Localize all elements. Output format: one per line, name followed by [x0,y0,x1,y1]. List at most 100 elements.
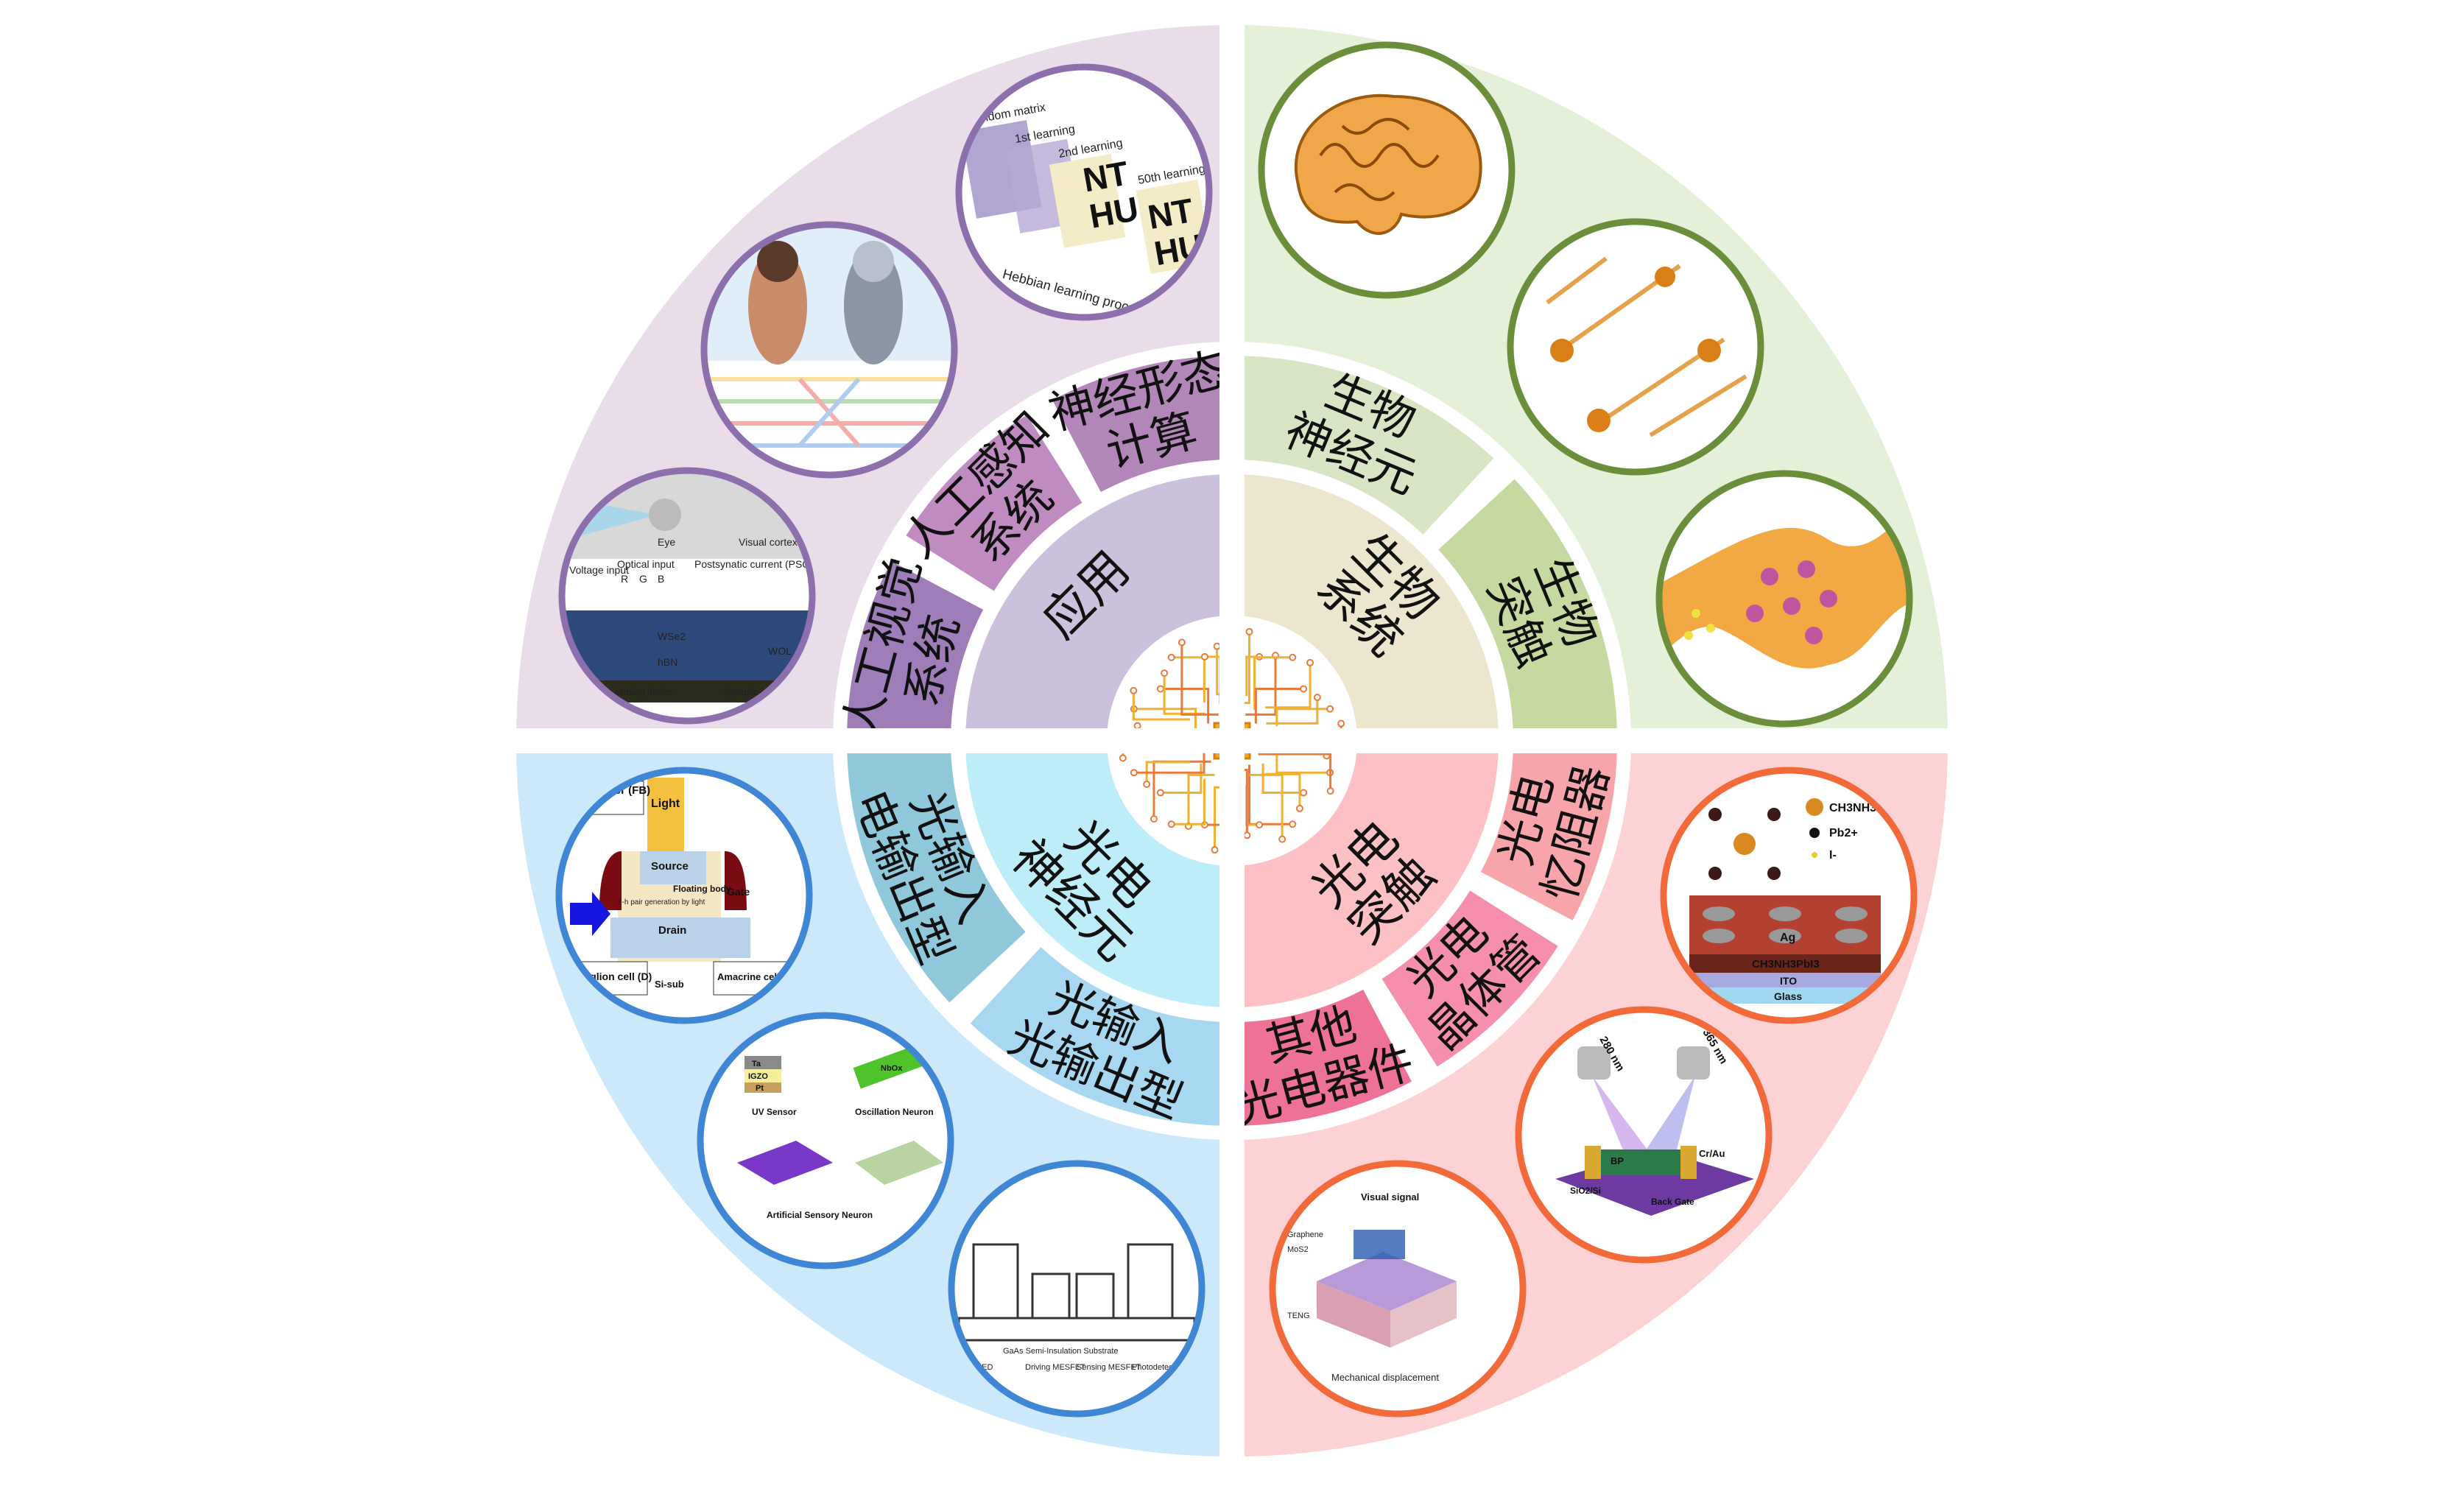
segment-光输入光输出型[interactable] [970,947,1232,1126]
circuit-trace [1133,750,1205,774]
circuit-node [1161,669,1169,677]
circuit-node [1150,815,1158,823]
panel-artificial-sensory-neuron: Ta IGZO Pt NbOx UV Sensor Oscillation Ne… [697,1012,954,1270]
uv-sensor-label: UV Sensor [752,1107,797,1117]
eh-pair-label: e-h pair generation by light [618,898,705,906]
glass-label: Glass [1774,990,1802,1002]
circuit-chip-icon [1108,617,1356,865]
circuit-trace [1180,642,1219,716]
visual-signal-label: Visual signal [1361,1191,1419,1202]
circuit-node [1278,835,1286,843]
panel-hebbian-learning: NT HU NT HU Random matrix 1st learning 2… [955,63,1213,321]
circuit-trace [1266,697,1319,725]
r-label: R [621,573,628,585]
circuit-node [1300,789,1308,797]
circuit-trace [1253,656,1293,710]
circuit-trace [1275,755,1331,774]
psc-label: Postsynatic current (PSC) [694,558,813,570]
quadrant-gaps [509,18,1955,1464]
circuit-trace [1275,708,1331,727]
light-label: Light [651,797,680,810]
circuit-node [1337,719,1345,728]
inner-sector-top-left[interactable] [965,474,1232,741]
ta-label: Ta [752,1060,761,1068]
circuit-node [1289,653,1297,661]
circuit-node [1295,804,1303,812]
inner-sector-top-right[interactable] [1232,474,1499,741]
circuit-node [1156,685,1164,693]
panel-brain [1258,41,1516,299]
panel-artificial-perception [700,221,958,479]
hbn-label: hBN [658,656,677,668]
circuit-node [1167,820,1175,828]
segment-光电忆阻器[interactable] [1480,741,1617,920]
wse2-label: WSe2 [658,630,686,642]
circuit-node [1211,846,1219,854]
teng-label: TENG [1287,1311,1310,1320]
ag-label: Ag [1780,932,1795,944]
panel-teng-transistor: Visual signal Graphene MoS2 TENG Mechani… [1269,1160,1527,1418]
circuit-node [1313,693,1321,701]
hu-text: HU [1086,189,1141,236]
cr-au-label: Cr/Au [1699,1148,1725,1159]
neuron-icon [1546,256,1747,437]
inner-sector-bottom-left[interactable] [965,741,1232,1007]
floating-body-label: Floating body [673,884,731,894]
voltage-input-label: Voltage input [569,564,629,576]
circuit-node [1326,705,1334,713]
gate-label: Gate [727,886,750,898]
circuit-trace [1171,778,1205,825]
ma-ion-label: CH3NH3+ [1829,802,1883,814]
segment-生物神经元[interactable] [1232,356,1494,535]
igzo-label: IGZO [748,1072,768,1081]
circuit-trace [1132,690,1190,721]
circuit-node [1306,658,1314,666]
sensing-mesfet-label: Sensing MESFET [1077,1363,1141,1372]
driving-mesfet-label: Driving MESFET [1025,1363,1085,1372]
panel-biological-synapse [1655,470,1913,728]
circuit-node [1300,685,1308,693]
circuit-node [1200,652,1208,661]
panel-biological-neurons [1507,218,1764,476]
visual-cortex-label: Visual cortex [739,536,798,548]
mos2-label: MoS2 [1287,1245,1309,1254]
g-label: G [639,573,647,585]
sio2-si-label: SiO2/Si [1570,1186,1601,1196]
segment-人工视觉系统[interactable] [847,561,984,741]
graphene-label: Graphene [1287,1230,1323,1239]
circuit-node [1289,820,1297,828]
pb-ion-label: Pb2+ [1829,827,1858,839]
panel-mesfet-circuit: GaAs Semi-Insulation Substrate LED Drivi… [948,1160,1205,1418]
circuit-node [1326,787,1334,795]
circuit-node [1245,627,1253,635]
circuit-node [1213,642,1221,650]
segment-光输入电输出型[interactable] [847,741,1026,1003]
circuit-trace [1145,761,1190,785]
inner-sector-bottom-right[interactable] [1232,741,1499,1007]
circuit-trace [1254,687,1304,724]
segment-神经形态计算[interactable] [1052,356,1232,493]
panel-artificial-vision: Eye Visual cortex Voltage input Optical … [558,467,816,725]
eye-label: Eye [658,536,675,548]
bp-label: BP [1611,1155,1624,1166]
circuit-node [1243,831,1251,839]
segment-生物突触[interactable] [1438,479,1617,741]
circuit-node [1178,638,1186,647]
nt-text-final: NT [1145,191,1196,236]
b-label: B [658,573,664,585]
artificial-sensory-neuron-label: Artificial Sensory Neuron [767,1210,873,1220]
segment-其他光电器件[interactable] [1232,989,1412,1126]
segment-人工感知系统[interactable] [906,415,1083,591]
back-gate-label: Back Gate [1651,1197,1694,1207]
circuit-node [1133,722,1141,730]
segment-光电晶体管[interactable] [1381,890,1558,1067]
circuit-node [1256,821,1264,829]
circuit-trace [1258,753,1332,792]
wol-label: WOL [768,645,792,657]
drain-label: Drain [658,924,686,937]
circuit-trace [1160,687,1210,724]
film-label: CH3NH3PbI3 [1752,958,1820,971]
iodide-ion-label: I- [1829,849,1837,862]
brain-icon [1294,94,1482,235]
panel-perovskite-memristor: CH3NH3+ Pb2+ I- Ag CH3NH3PbI3 ITO Glass [1660,767,1918,1024]
